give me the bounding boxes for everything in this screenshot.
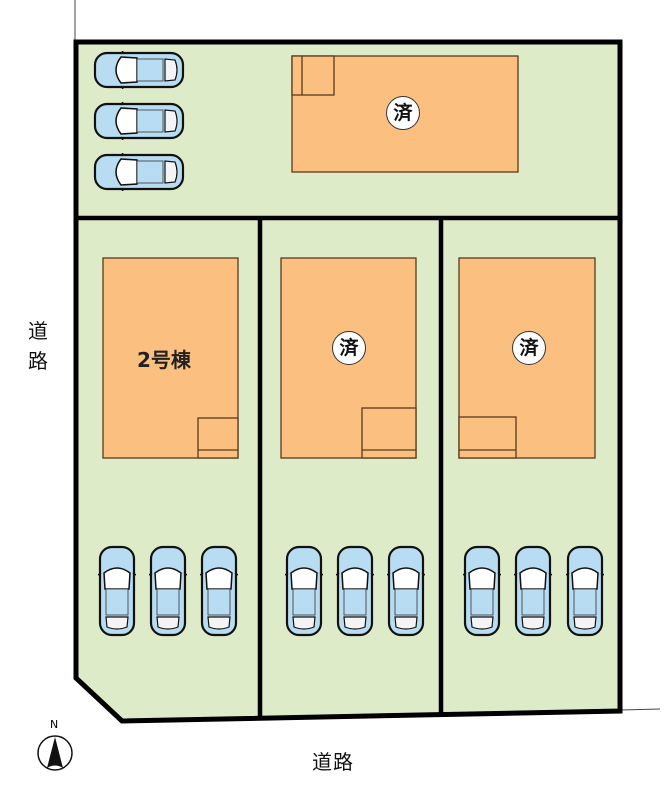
sold-badge-lot3: 済 [332, 331, 366, 365]
parking-lots [98, 545, 604, 637]
road-edge-line [619, 708, 661, 711]
car-icon [514, 545, 552, 637]
car-icon [93, 153, 185, 191]
house-top [291, 55, 519, 173]
car-icon [93, 51, 185, 89]
car-icon [149, 545, 187, 637]
car-icon [463, 545, 501, 637]
sold-badge-top: 済 [386, 96, 420, 130]
parking-top [93, 51, 185, 191]
car-icon [200, 545, 238, 637]
road-label-bottom: 道路 [312, 750, 354, 774]
car-icon [285, 545, 323, 637]
car-icon [93, 102, 185, 140]
compass-label: N [50, 718, 59, 731]
sold-badge-lot4: 済 [512, 331, 546, 365]
north-arrow-icon [37, 735, 73, 771]
building-label-lot2: 2号棟 [137, 348, 191, 372]
car-icon [336, 545, 374, 637]
car-icon [566, 545, 604, 637]
car-icon [98, 545, 136, 637]
car-icon [387, 545, 425, 637]
house-lot2 [102, 257, 239, 459]
road-label-left: 道路 [28, 319, 48, 373]
